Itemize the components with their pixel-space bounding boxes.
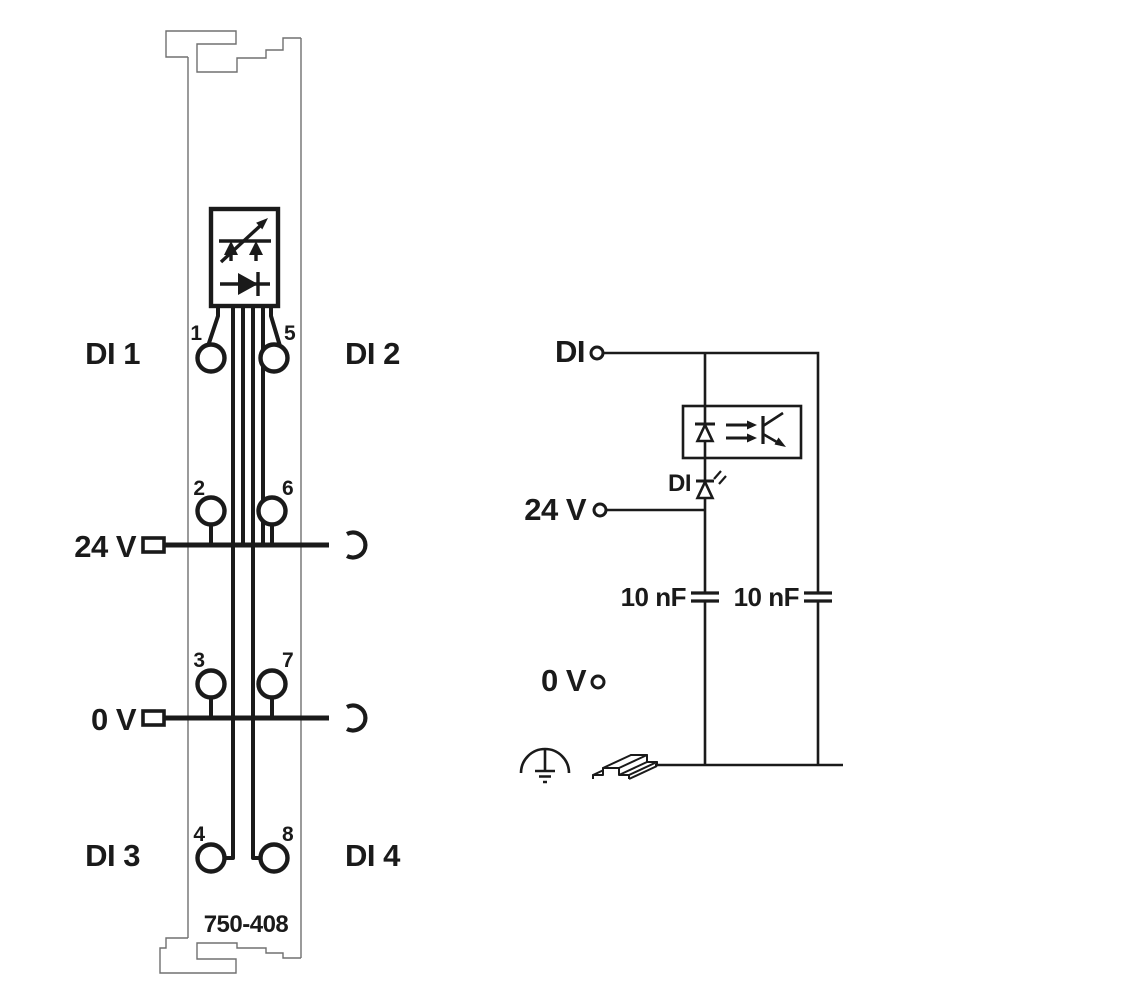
- capacitor-2: [804, 591, 832, 603]
- female-power-contact-icon: [346, 530, 368, 560]
- channel-label-di4: DI 4: [345, 838, 401, 873]
- di-terminal: [589, 345, 605, 361]
- terminal-2: [195, 495, 227, 527]
- antiparallel-led-icon: [219, 218, 271, 264]
- terminal-7: [256, 668, 288, 700]
- terminal-number-1: 1: [190, 322, 202, 345]
- capacitor-1-label: 10 nF: [621, 582, 686, 612]
- terminal-number-4: 4: [193, 823, 205, 846]
- terminal-number-6: 6: [282, 477, 294, 500]
- led-box-border: [208, 206, 281, 309]
- channel-label-di2: DI 2: [345, 336, 400, 371]
- trace-terminal-8: [251, 306, 261, 860]
- capacitor-2-label: 10 nF: [734, 582, 799, 612]
- schematic-0v-label: 0 V: [541, 663, 587, 698]
- terminal-stubs: [209, 525, 274, 718]
- terminal-5: [258, 342, 290, 374]
- module-front-view: 1 5 2 6 3 7 4 8 DI 1 DI 2 DI 3 DI 4 24 V…: [74, 30, 402, 974]
- power-rail-0v: [141, 703, 368, 733]
- module-part-number: 750-408: [204, 911, 289, 938]
- optocoupler: [681, 404, 803, 460]
- schematic-24v-label: 24 V: [524, 492, 587, 527]
- opto-led-icon: [695, 421, 715, 443]
- rail-label-24v: 24 V: [74, 529, 137, 564]
- terminal-6: [256, 495, 288, 527]
- module-top-profile: [165, 30, 301, 73]
- trace-terminal-1: [206, 306, 220, 347]
- zero-volt-terminal: [590, 674, 606, 690]
- led-light-rays: [713, 470, 727, 485]
- male-power-contact-icon: [141, 536, 166, 554]
- light-transfer-arrows-icon: [726, 420, 757, 443]
- terminal-4: [195, 842, 227, 874]
- status-led-label: DI: [668, 470, 691, 497]
- terminal-3: [195, 668, 227, 700]
- rail-label-0v: 0 V: [91, 702, 137, 737]
- terminal-number-8: 8: [282, 823, 294, 846]
- schematic-view: DI 24 V 0 V DI 10 nF 10 nF: [519, 334, 843, 784]
- internal-circuit-traces: [206, 306, 282, 860]
- trace-terminal-5: [269, 306, 282, 347]
- module-housing-outline: [159, 30, 302, 974]
- terminal-number-2: 2: [193, 477, 205, 500]
- terminal-number-7: 7: [282, 649, 294, 672]
- female-power-contact-icon: [346, 703, 368, 733]
- diode-icon: [220, 272, 270, 296]
- schematic-wires: [603, 351, 843, 767]
- terminal-1: [195, 342, 227, 374]
- capacitor-1: [691, 591, 719, 603]
- terminal-number-3: 3: [193, 649, 205, 672]
- channel-label-di3: DI 3: [85, 838, 140, 873]
- male-power-contact-icon: [141, 709, 166, 727]
- schematic-di-label: DI: [555, 334, 585, 369]
- led-status-box: [208, 206, 281, 309]
- supply-24v-terminal: [592, 502, 608, 518]
- trace-terminal-4: [225, 306, 235, 860]
- di-input-wire: [603, 351, 820, 593]
- power-rail-24v: [141, 530, 368, 560]
- terminal-8: [258, 842, 290, 874]
- terminal-number-5: 5: [284, 322, 296, 345]
- status-led-icon: [695, 470, 727, 500]
- channel-label-di1: DI 1: [85, 336, 140, 371]
- terminals: [195, 342, 290, 874]
- din-rail-icon: [592, 754, 658, 780]
- module-bottom-profile: [159, 937, 301, 974]
- earth-ground-icon: [519, 747, 571, 784]
- phototransistor-icon: [761, 411, 786, 447]
